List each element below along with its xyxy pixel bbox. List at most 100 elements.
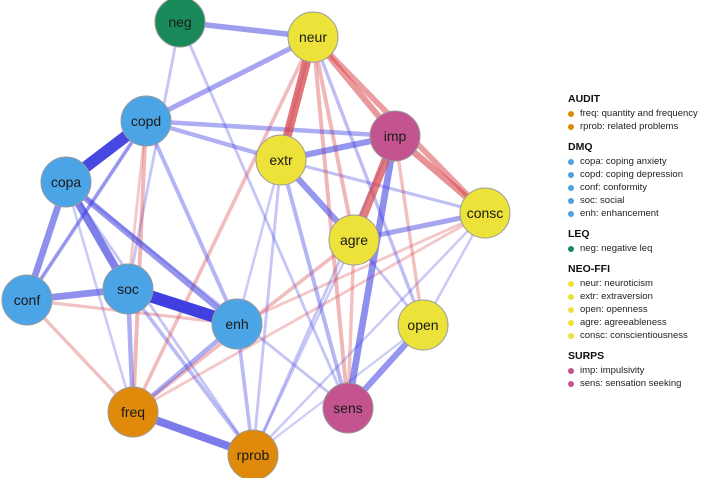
node-label-conf: conf	[14, 292, 41, 308]
node-extr: extr	[255, 134, 307, 186]
legend-group-leq: LEQ neg: negative leq	[568, 228, 706, 255]
edge-neur-open	[311, 36, 425, 326]
legend-group-surps: SURPS imp: impulsivity sens: sensation see…	[568, 350, 706, 390]
node-label-copd: copd	[131, 113, 161, 129]
legend-item: open: openness	[568, 303, 706, 316]
legend-group-title: NEO-FFI	[568, 263, 610, 275]
legend-dot-icon	[568, 158, 574, 165]
node-circle-imp	[369, 110, 421, 162]
legend-dot-icon	[568, 332, 574, 339]
legend-item: extr: extraversion	[568, 290, 706, 303]
node-sens: sens	[322, 382, 374, 434]
legend-group-title: SURPS	[568, 350, 605, 362]
legend-item-label: extr: extraversion	[580, 291, 653, 302]
node-circle-consc	[459, 187, 511, 239]
node-copa: copa	[40, 156, 92, 208]
node-circle-sens	[322, 382, 374, 434]
node-label-imp: imp	[384, 128, 407, 144]
edge-neg-soc	[126, 21, 182, 290]
edge-copd-enh	[144, 120, 239, 325]
node-circle-neg	[154, 0, 206, 48]
legend-item: soc: social	[568, 194, 706, 207]
legend-item: neur: neuroticism	[568, 277, 706, 290]
legend-dot-icon	[568, 123, 574, 130]
legend-group-title: AUDIT	[568, 93, 601, 105]
edge-layer	[23, 19, 488, 459]
edge-neg-sens	[178, 21, 350, 409]
legend-item-label: agre: agreeableness	[580, 317, 667, 328]
node-circle-extr	[255, 134, 307, 186]
legend-dot-icon	[568, 380, 574, 387]
legend-dot-icon	[568, 171, 574, 178]
legend-item-label: neur: neuroticism	[580, 278, 653, 289]
edge-neur-sens	[311, 36, 350, 409]
legend-dot-icon	[568, 110, 574, 117]
node-label-neg: neg	[168, 14, 191, 30]
node-circle-copd	[120, 95, 172, 147]
legend-item-label: sens: sensation seeking	[580, 378, 682, 389]
legend-dot-icon	[568, 197, 574, 204]
legend-item-label: rprob: related problems	[580, 121, 679, 132]
node-copd: copd	[120, 95, 172, 147]
edge-imp-open	[393, 135, 425, 326]
node-rprob: rprob	[227, 429, 279, 478]
legend-item-label: open: openness	[580, 304, 648, 315]
node-circle-copa	[40, 156, 92, 208]
legend-group-audit: AUDIT freq: quantity and frequency rprob: …	[568, 93, 706, 133]
node-agre: agre	[328, 214, 380, 266]
node-neur: neur	[287, 11, 339, 63]
legend-item: copa: coping anxiety	[568, 155, 706, 168]
edge-extr-sens	[279, 159, 350, 409]
legend-item: agre: agreeableness	[568, 316, 706, 329]
legend-item: neg: negative leq	[568, 242, 706, 255]
legend-item-label: copa: coping anxiety	[580, 156, 667, 167]
node-label-freq: freq	[121, 404, 145, 420]
edge-consc-freq	[132, 211, 486, 414]
node-circle-freq	[107, 386, 159, 438]
legend-group-neo-ffi: NEO-FFI neur: neuroticism extr: extraversi…	[568, 263, 706, 342]
edge-neur-agre	[311, 36, 356, 241]
legend-item-label: imp: impulsivity	[580, 365, 645, 376]
legend-item: rprob: related problems	[568, 120, 706, 133]
legend-dot-icon	[568, 367, 574, 374]
edge-agre-rprob	[251, 239, 356, 456]
legend-item-label: neg: negative leq	[580, 243, 653, 254]
node-circle-soc	[102, 263, 154, 315]
node-layer: neg neur copd imp extr copa consc agre conf soc en…	[1, 0, 511, 478]
node-label-soc: soc	[117, 281, 139, 297]
legend-item-label: freq: quantity and frequency	[580, 108, 698, 119]
edge-neur-freq	[131, 36, 315, 413]
edge-imp-sens	[344, 135, 399, 409]
node-freq: freq	[107, 386, 159, 438]
legend-group-title: LEQ	[568, 228, 590, 240]
edge-copd-soc	[126, 120, 148, 290]
node-circle-neur	[287, 11, 339, 63]
legend-dot-icon	[568, 293, 574, 300]
node-consc: consc	[459, 187, 511, 239]
edge-copd-neur	[144, 34, 315, 124]
legend-item: imp: impulsivity	[568, 364, 706, 377]
legend-item-label: consc: conscientiousness	[580, 330, 688, 341]
network-graph: neg neur copd imp extr copa consc agre conf soc en…	[1, 0, 511, 478]
edge-consc-enh	[236, 211, 486, 326]
legend-dot-icon	[568, 210, 574, 217]
legend-dot-icon	[568, 280, 574, 287]
node-label-copa: copa	[51, 174, 82, 190]
edge-consc-rprob	[252, 212, 486, 456]
legend-item: conf: conformity	[568, 181, 706, 194]
legend-group-title: DMQ	[568, 141, 593, 153]
node-circle-enh	[211, 298, 263, 350]
node-label-rprob: rprob	[237, 447, 270, 463]
node-enh: enh	[211, 298, 263, 350]
node-circle-agre	[328, 214, 380, 266]
node-circle-rprob	[227, 429, 279, 478]
legend-item: enh: enhancement	[568, 207, 706, 220]
node-label-open: open	[407, 317, 438, 333]
edge-copa-enh	[64, 179, 239, 327]
node-label-extr: extr	[269, 152, 293, 168]
node-conf: conf	[1, 274, 53, 326]
edge-agre-sens	[346, 239, 356, 409]
legend-dot-icon	[568, 245, 574, 252]
edge-soc-rprob	[126, 287, 255, 457]
